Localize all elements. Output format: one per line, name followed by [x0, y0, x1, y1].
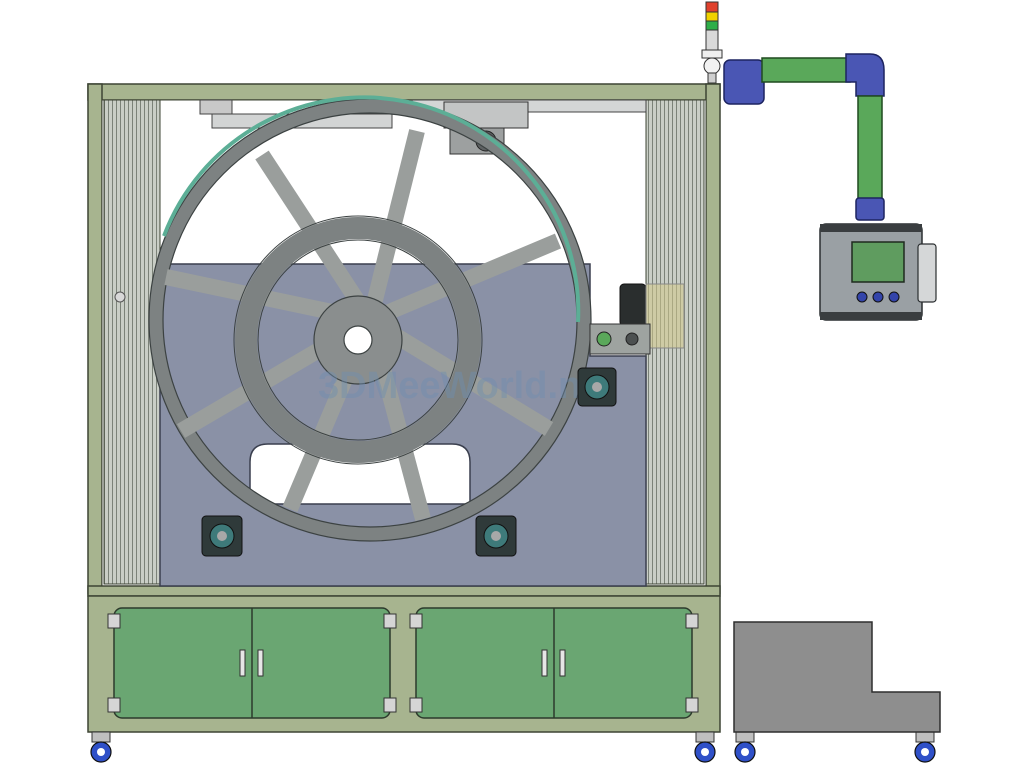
panel-knob	[114, 291, 126, 303]
bearing-block-icon	[201, 367, 617, 557]
door-hinges	[107, 613, 699, 713]
motor-icon	[589, 283, 685, 355]
watermark: 3DMeeWorld.net	[318, 365, 615, 407]
hmi-screen-icon	[819, 223, 937, 321]
step-platform	[733, 621, 941, 733]
reel	[148, 95, 592, 542]
caster-wheel-icon	[90, 731, 936, 763]
door-handle-icon	[239, 649, 566, 677]
support-arm	[723, 53, 885, 221]
stack-light-icon	[701, 1, 723, 84]
cabinet	[87, 595, 721, 733]
